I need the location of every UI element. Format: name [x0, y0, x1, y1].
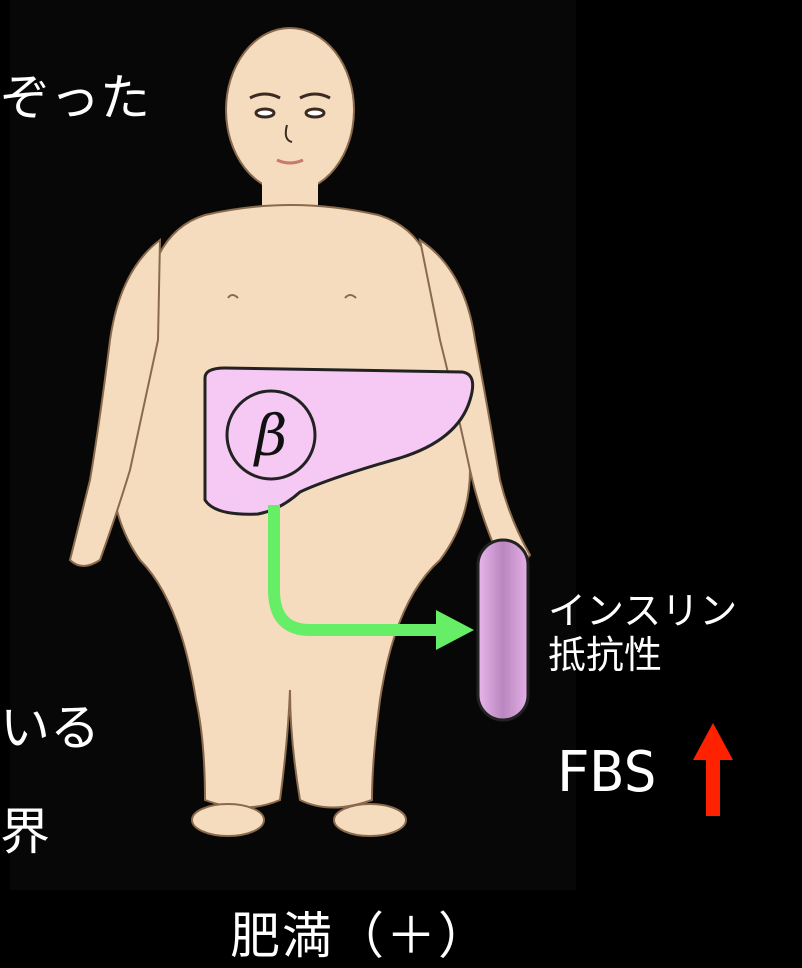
head: [226, 28, 354, 192]
fbs-label: FBS: [556, 740, 657, 805]
torso: [112, 205, 470, 808]
muscle-tissue: [478, 540, 528, 720]
obesity-caption: 肥満（＋）: [230, 896, 490, 968]
insulin-resistance-line1: インスリン: [548, 590, 737, 634]
insulin-resistance-label: インスリン 抵抗性: [548, 590, 737, 677]
fbs-increase-arrow: [693, 723, 733, 816]
beta-symbol: β: [253, 404, 287, 469]
insulin-resistance-line2: 抵抗性: [548, 634, 737, 678]
right-foot: [334, 804, 406, 836]
left-foot: [192, 804, 264, 836]
insulin-arrowhead: [436, 610, 474, 650]
